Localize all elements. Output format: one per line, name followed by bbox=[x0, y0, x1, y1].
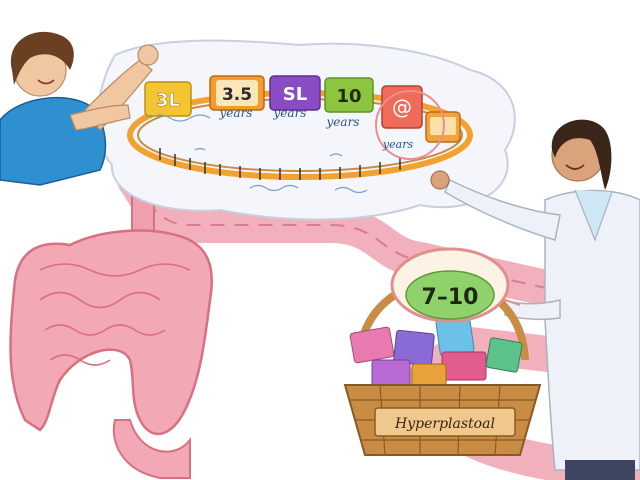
tile-label: 3L bbox=[156, 90, 180, 111]
tile-label: 10 bbox=[336, 86, 361, 107]
timeline-ticks bbox=[159, 148, 401, 180]
arm-pointing bbox=[444, 178, 561, 241]
winding-path-edge bbox=[134, 179, 601, 301]
year-caption: years bbox=[326, 115, 360, 129]
at-symbol-icon: @ bbox=[392, 95, 412, 119]
scribble-marks bbox=[149, 114, 368, 194]
colon-inner-folds bbox=[39, 263, 191, 366]
large-intestine bbox=[9, 229, 213, 479]
basket-sign bbox=[374, 407, 516, 437]
colon-outer bbox=[9, 229, 213, 436]
timeline-tile-4: 10 bbox=[324, 77, 374, 113]
highlight-ring bbox=[375, 90, 445, 160]
colon-tail bbox=[112, 419, 191, 479]
timeline-tile-2: 3.5 bbox=[209, 75, 265, 111]
block bbox=[441, 351, 487, 381]
basket-blocks bbox=[349, 315, 523, 389]
arm-lower bbox=[69, 104, 131, 131]
hand-left bbox=[137, 44, 159, 66]
woman-smile bbox=[37, 79, 55, 85]
callout-pointer bbox=[504, 299, 521, 306]
basket-sign-label: Hyperplastoal bbox=[394, 416, 495, 432]
woman-hair bbox=[10, 31, 74, 85]
woman-in-scrubs bbox=[0, 31, 159, 186]
basket-group: Hyperplastoal 7–10 bbox=[343, 247, 542, 456]
block bbox=[485, 337, 523, 373]
callout-value: 7–10 bbox=[422, 285, 479, 310]
callout-badge bbox=[405, 270, 495, 320]
coat-collar bbox=[574, 189, 613, 242]
year-caption: years bbox=[273, 106, 307, 120]
trousers bbox=[565, 460, 635, 480]
tile-label: SL bbox=[283, 84, 307, 105]
doctor-hair bbox=[551, 119, 612, 190]
doctor-in-lab-coat bbox=[430, 119, 640, 480]
block bbox=[371, 359, 411, 387]
block bbox=[393, 329, 435, 367]
doctor-smile bbox=[565, 164, 585, 170]
pointing-hand bbox=[430, 170, 450, 190]
timeline-tile-1: 3L bbox=[144, 81, 192, 117]
year-caption: years bbox=[382, 138, 414, 151]
year-caption: years bbox=[219, 106, 253, 120]
tile-label: 3.5 bbox=[222, 85, 252, 105]
timeline-banner: 3L 3.5 SL 10 @ years years years years bbox=[96, 39, 516, 221]
block bbox=[349, 326, 395, 364]
timeline-tile-3: SL bbox=[269, 75, 321, 111]
